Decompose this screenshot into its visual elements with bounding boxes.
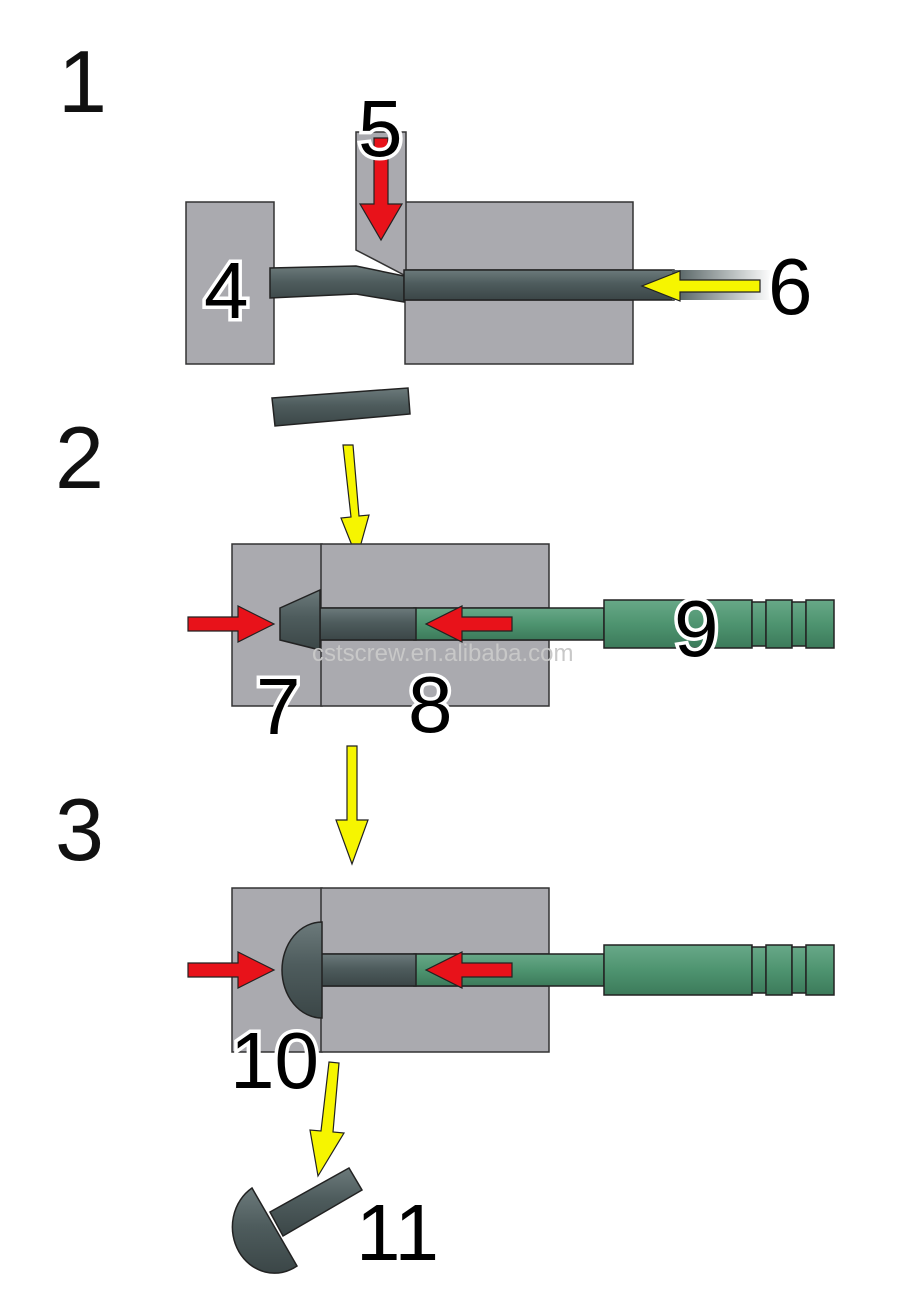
ejector-force-arrow-1	[424, 605, 513, 643]
finished-shank	[268, 1166, 364, 1238]
punch-force-arrow-2	[187, 951, 276, 989]
ejector-ring-2b	[765, 944, 793, 996]
callout-9: 9	[674, 584, 719, 673]
blank-shank-2	[319, 953, 417, 987]
punch-force-arrow-1	[187, 605, 276, 643]
callout-10: 10	[230, 1016, 319, 1105]
finished-part: 11	[231, 1166, 443, 1281]
feed-die-lower	[404, 299, 634, 365]
main-die-upper-1	[320, 543, 550, 609]
ejector-ring-1d	[805, 599, 835, 649]
main-die-lower-2	[320, 985, 550, 1053]
cutter-force-arrow	[358, 137, 404, 242]
callout-6: 6	[768, 242, 813, 331]
ejector-ring-2c	[791, 946, 807, 994]
callout-7: 7	[256, 662, 301, 751]
blank-shank-1	[319, 607, 417, 641]
wire-slug-being-cut	[269, 265, 405, 303]
ejector-ring-1c	[791, 601, 807, 647]
ejector-body-2	[603, 944, 753, 996]
ejector-ring-1a	[751, 601, 767, 647]
cut-slug	[271, 387, 411, 427]
ejector-ring-2a	[751, 946, 767, 994]
step-number-3: 3	[55, 780, 104, 879]
callout-5: 5	[358, 84, 403, 173]
round-head-formed	[281, 921, 323, 1019]
wire-in-die	[403, 269, 675, 301]
preformed-head	[279, 588, 321, 651]
ejector-force-arrow-2	[424, 951, 513, 989]
callout-4: 4	[204, 246, 249, 335]
main-die-lower-1	[320, 639, 550, 707]
callout-8: 8	[408, 660, 453, 749]
wire-feed-arrow	[640, 270, 761, 302]
step-2: 2 cstscrew.en.alibaba.com 7 8 9	[55, 408, 835, 755]
transfer-arrow-1	[340, 444, 370, 560]
step-1: 1 4 5 6	[58, 32, 816, 365]
step-number-1: 1	[58, 32, 107, 131]
callout-11: 11	[356, 1188, 439, 1277]
ejector-ring-2d	[805, 944, 835, 996]
transfer-arrow-2	[335, 745, 369, 866]
ejection-arrow	[309, 1061, 346, 1178]
step-3: 3 10	[55, 745, 835, 1178]
stop-block	[185, 201, 275, 365]
finished-round-head	[231, 1186, 298, 1274]
watermark: cstscrew.en.alibaba.com	[312, 640, 573, 667]
main-die-upper-2	[320, 887, 550, 955]
ejector-ring-1b	[765, 599, 793, 649]
step-number-2: 2	[55, 408, 104, 507]
feed-die-upper	[404, 201, 634, 271]
